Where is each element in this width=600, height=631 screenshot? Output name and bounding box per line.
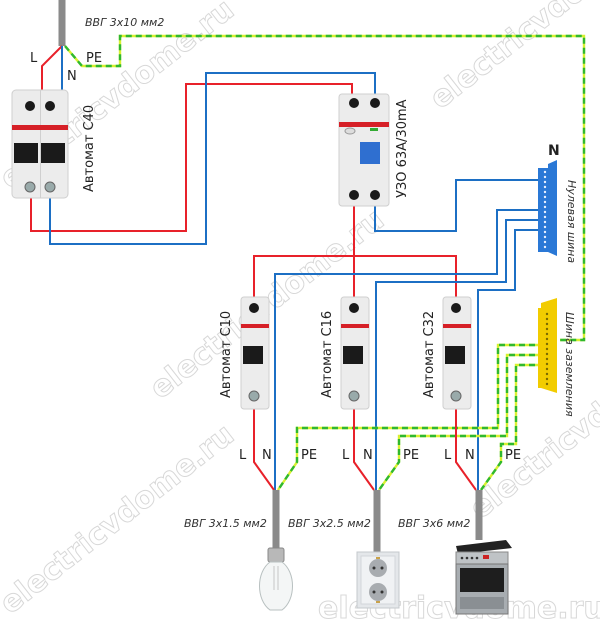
neutral-bus-label: Нулевая шина	[565, 180, 578, 263]
wire-neutral-branch1	[274, 209, 540, 490]
branch3-label-L: L	[444, 448, 452, 463]
branch1-breaker-label: Автомат С10	[219, 311, 234, 398]
socket-icon	[356, 551, 400, 609]
light-bulb-icon	[259, 547, 293, 611]
wire-rcd-L-branch1	[253, 205, 355, 300]
branch3-cable-label: ВВГ 3x6 мм2	[398, 517, 470, 530]
wire-breaker-to-rcd-L	[30, 83, 353, 232]
wire-neutral-branch3	[477, 229, 540, 490]
earth-bus-label: Шина заземления	[563, 312, 576, 417]
watermark: electricvdome.ru	[423, 0, 600, 116]
rcd-label: УЗО 63А/30mA	[395, 99, 410, 198]
branch1-label-L: L	[239, 448, 247, 463]
electric-stove-icon	[455, 540, 512, 615]
branch2-breaker	[340, 296, 370, 410]
wire-rcd-to-neutral-bus	[374, 179, 540, 232]
branch3-label-N: N	[465, 448, 475, 463]
input-label-L: L	[30, 51, 38, 66]
branch2-cable-label: ВВГ 3x2.5 мм2	[288, 517, 371, 530]
branch2-label-PE: PE	[403, 448, 419, 463]
main-breaker	[11, 89, 69, 199]
input-label-N: N	[67, 69, 77, 84]
branch2-breaker-label: Автомат С16	[320, 311, 335, 398]
wire-breaker-to-rcd-N	[49, 72, 376, 245]
branch3-wire-L	[455, 405, 477, 491]
neutral-bus	[538, 160, 557, 256]
neutral-bus-letter: N	[548, 143, 560, 159]
earth-bus	[538, 298, 557, 393]
branch2-label-L: L	[342, 448, 350, 463]
watermark: electricvdome.ru	[463, 322, 600, 526]
input-label-PE: PE	[86, 51, 102, 66]
main-breaker-label: Автомат С40	[82, 105, 97, 192]
branch2-wire-L	[353, 405, 375, 491]
rcd-device	[338, 93, 390, 207]
branch2-label-N: N	[363, 448, 373, 463]
branch1-breaker	[240, 296, 270, 410]
branch3-label-PE: PE	[505, 448, 521, 463]
branch1-label-PE: PE	[301, 448, 317, 463]
branch1-cable-label: ВВГ 3x1.5 мм2	[184, 517, 267, 530]
wire-neutral-branch2	[375, 219, 540, 490]
branch1-wire-L	[253, 405, 275, 491]
branch3-breaker	[442, 296, 472, 410]
input-cable-label: ВВГ 3x10 мм2	[85, 16, 164, 29]
input-wire-L	[41, 45, 63, 90]
branch1-label-N: N	[262, 448, 272, 463]
branch3-breaker-label: Автомат С32	[422, 311, 437, 398]
wire-rcd-L-branch3	[354, 255, 457, 300]
